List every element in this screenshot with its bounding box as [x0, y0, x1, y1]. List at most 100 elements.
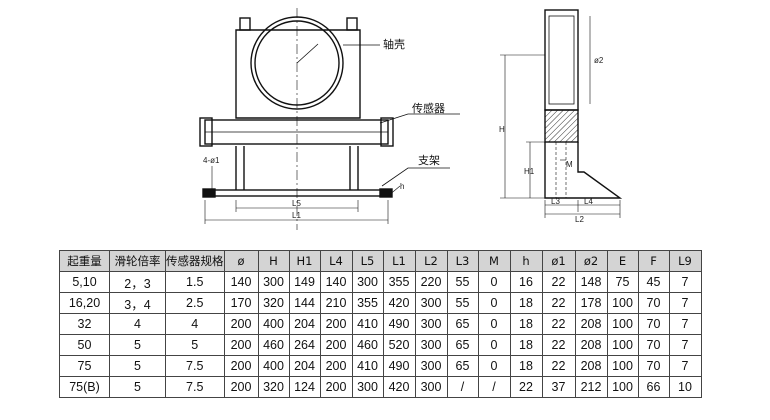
header-cell: L3 [446, 250, 479, 272]
table-cell: 300 [351, 271, 384, 293]
table-cell: 520 [382, 334, 416, 356]
table-cell: 66 [637, 376, 670, 398]
table-cell: 460 [257, 334, 290, 356]
dim-L1: L1 [292, 211, 301, 220]
table-cell: 124 [288, 376, 321, 398]
table-cell: 22 [509, 376, 543, 398]
header-cell: F [637, 250, 670, 272]
side-view [500, 9, 623, 218]
table-cell: 22 [541, 334, 576, 356]
sensor-end-right [380, 117, 394, 147]
table-cell: 7 [668, 271, 702, 293]
table-cell: 220 [414, 271, 448, 293]
table-cell: 264 [288, 334, 321, 356]
callout-holes: 4-ø1 [203, 156, 220, 165]
dim-L2: L2 [575, 215, 584, 224]
table-cell: 490 [382, 313, 416, 335]
header-cell: L5 [351, 250, 384, 272]
header-cell: ø1 [541, 250, 576, 272]
table-cell: 300 [414, 313, 448, 335]
table-cell: 200 [319, 313, 353, 335]
table-cell: 420 [382, 292, 416, 314]
table-cell: 18 [509, 334, 543, 356]
callout-bracket: 支架 [418, 154, 440, 167]
header-cell: 起重量 [59, 250, 110, 272]
table-cell: 32 [59, 313, 110, 335]
table-cell: 2.5 [165, 292, 225, 314]
table-cell: 75 [606, 271, 639, 293]
table-cell: 1.5 [165, 271, 225, 293]
table-cell: 5 [109, 355, 166, 377]
table-cell: 149 [288, 271, 321, 293]
table-cell: 22 [541, 313, 576, 335]
table-cell: 70 [637, 292, 670, 314]
table-cell: 22 [541, 355, 576, 377]
dim-L5: L5 [292, 199, 301, 208]
table-cell: 7.5 [165, 355, 225, 377]
dim-H: H [499, 125, 505, 134]
dim-d2: ø2 [594, 56, 604, 65]
header-cell: L2 [414, 250, 448, 272]
table-cell: 18 [509, 355, 543, 377]
table-cell: 200 [223, 355, 259, 377]
table-cell: 0 [477, 355, 511, 377]
table-cell: 55 [446, 292, 479, 314]
diameter-leader [296, 43, 319, 64]
base-plate [204, 189, 389, 197]
table-cell: 5 [109, 376, 166, 398]
dim-H1: H1 [524, 167, 535, 176]
table-cell: 400 [257, 355, 290, 377]
dim-h: h [400, 182, 404, 191]
side-sensor [544, 109, 579, 143]
table-cell: 65 [446, 355, 479, 377]
table-cell: 22 [541, 292, 576, 314]
sensor-end-left [199, 117, 213, 147]
table-cell: 10 [668, 376, 702, 398]
table-cell: 0 [477, 334, 511, 356]
table-cell: 2，3 [109, 271, 166, 293]
table-cell: 0 [477, 292, 511, 314]
table-cell: 75 [59, 355, 110, 377]
table-cell: 5 [165, 334, 225, 356]
table-cell: 208 [574, 355, 608, 377]
header-cell: E [606, 250, 639, 272]
table-cell: 208 [574, 313, 608, 335]
table-cell: 65 [446, 313, 479, 335]
table-cell: 320 [257, 292, 290, 314]
table-cell: 410 [351, 313, 384, 335]
table-cell: 45 [637, 271, 670, 293]
table-cell: 0 [477, 271, 511, 293]
table-header-row: 起重量 滑轮倍率 传感器规格 ø H H1 L4 L5 L1 L2 L3 M h… [59, 250, 702, 272]
table-cell: 5,10 [59, 271, 110, 293]
header-cell: h [509, 250, 543, 272]
table-cell: 148 [574, 271, 608, 293]
table-cell: 420 [382, 376, 416, 398]
table-cell: 355 [382, 271, 416, 293]
table-cell: 22 [541, 271, 576, 293]
table-cell: 5 [109, 334, 166, 356]
table-cell: 70 [637, 313, 670, 335]
table-cell: 7 [668, 334, 702, 356]
header-cell: ø2 [574, 250, 608, 272]
side-bracket [544, 142, 623, 199]
table-cell: 140 [223, 271, 259, 293]
table-cell: 300 [414, 334, 448, 356]
header-cell: H1 [288, 250, 321, 272]
table-cell: 100 [606, 355, 639, 377]
table-cell: 55 [446, 271, 479, 293]
table-cell: 490 [382, 355, 416, 377]
table-cell: 7 [668, 292, 702, 314]
table-cell: / [446, 376, 479, 398]
table-cell: 212 [574, 376, 608, 398]
table-cell: 320 [257, 376, 290, 398]
header-cell: L1 [382, 250, 416, 272]
header-cell: 滑轮倍率 [109, 250, 166, 272]
table-cell: 140 [319, 271, 353, 293]
table-cell: 200 [223, 313, 259, 335]
table-cell: 144 [288, 292, 321, 314]
table-cell: 37 [541, 376, 576, 398]
